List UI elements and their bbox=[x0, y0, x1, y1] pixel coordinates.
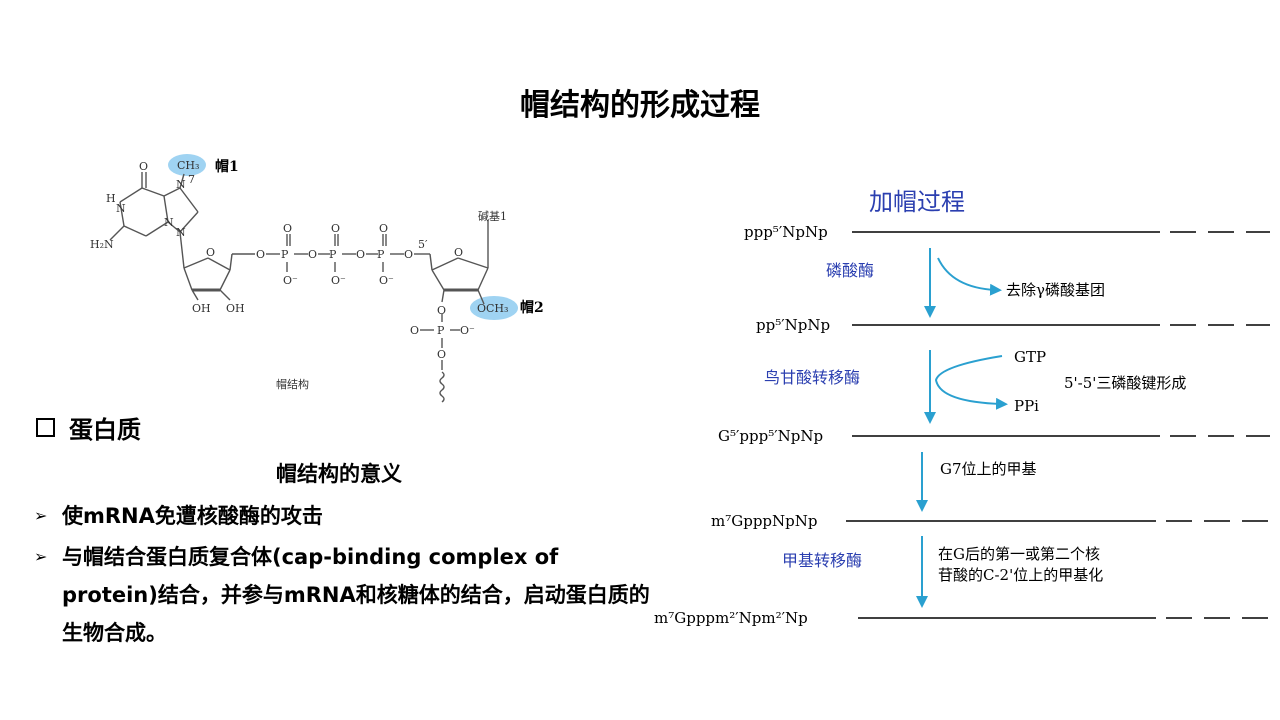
enzyme-methyltransferase: 甲基转移酶 bbox=[782, 551, 862, 570]
note-gtp: GTP bbox=[1014, 348, 1046, 366]
page-title: 帽结构的形成过程 bbox=[520, 88, 760, 123]
o-atom-c: O bbox=[356, 248, 365, 261]
o-atom-f: O bbox=[331, 222, 340, 235]
methyl-highlight-2 bbox=[470, 296, 518, 320]
h2n-label: H₂N bbox=[90, 238, 114, 251]
note-remove-gamma-phosphate: 去除γ磷酸基团 bbox=[1006, 281, 1105, 299]
p-atom-2: P bbox=[329, 248, 337, 261]
row-label-5: m⁷Gpppm²′Npm²′Np bbox=[654, 609, 808, 627]
row-label-1: ppp⁵′NpNp bbox=[744, 223, 828, 241]
ring-o-2: O bbox=[454, 246, 463, 259]
note-g7-methyl: G7位上的甲基 bbox=[940, 460, 1037, 478]
o-atom-a: O bbox=[256, 248, 265, 261]
ch3-label: CH₃ bbox=[177, 159, 199, 172]
row-label-4: m⁷GpppNpNp bbox=[711, 512, 817, 530]
o-minus-1: O⁻ bbox=[283, 274, 298, 287]
nh-n-label: N bbox=[116, 202, 126, 215]
bullet-item-2: ➢ 与帽结合蛋白质复合体(cap-binding complex of prot… bbox=[34, 538, 654, 652]
meaning-heading: 帽结构的意义 bbox=[276, 462, 402, 486]
oh-label-2: OH bbox=[226, 302, 245, 315]
oh-label-1: OH bbox=[192, 302, 211, 315]
checkbox-square-icon bbox=[36, 418, 55, 437]
o-atom-i: O bbox=[410, 324, 419, 337]
o-minus-3: O⁻ bbox=[379, 274, 394, 287]
carbonyl-o-label: O bbox=[139, 160, 148, 173]
arrow-bullet-icon: ➢ bbox=[34, 547, 48, 566]
o-minus-4: O⁻ bbox=[460, 324, 475, 337]
row-label-3: G⁵′ppp⁵′NpNp bbox=[718, 427, 823, 445]
o-atom-h: O bbox=[437, 304, 446, 317]
cap-structure-diagram: CH₃ 帽1 7 O H N H₂N 碱基1 5′ OCH₃ 帽2 OH OH … bbox=[90, 154, 544, 403]
o-atom-d: O bbox=[404, 248, 413, 261]
p-atom-3: P bbox=[377, 248, 385, 261]
structure-caption: 帽结构 bbox=[276, 377, 309, 391]
n7-label: 7 bbox=[188, 173, 195, 186]
n-atom-9: N bbox=[176, 226, 186, 239]
section-label: 蛋白质 bbox=[69, 416, 141, 444]
process-heading: 加帽过程 bbox=[869, 188, 965, 216]
nh-h-label: H bbox=[106, 192, 116, 205]
p-atom-4: P bbox=[437, 324, 445, 337]
note-2o-methyl-line2: 苷酸的C-2'位上的甲基化 bbox=[938, 566, 1103, 584]
o-atom-b: O bbox=[308, 248, 317, 261]
base1-label: 碱基1 bbox=[478, 210, 507, 223]
ring-o-1: O bbox=[206, 246, 215, 259]
och3-label: OCH₃ bbox=[477, 302, 508, 315]
cap2-label: 帽2 bbox=[520, 299, 544, 316]
cap1-label: 帽1 bbox=[215, 158, 239, 175]
o-atom-g: O bbox=[379, 222, 388, 235]
enzyme-guanylyltransferase: 鸟甘酸转移酶 bbox=[764, 368, 860, 387]
o-minus-2: O⁻ bbox=[331, 274, 346, 287]
section-protein: 蛋白质 bbox=[36, 410, 141, 445]
note-ppi: PPi bbox=[1014, 397, 1039, 415]
bullet-text-1: 使mRNA免遭核酸酶的攻击 bbox=[62, 504, 323, 528]
o-atom-e: O bbox=[283, 222, 292, 235]
n-atom-7: N bbox=[176, 178, 186, 191]
o-atom-j: O bbox=[437, 348, 446, 361]
enzyme-phosphatase: 磷酸酶 bbox=[826, 261, 874, 280]
p-atom-1: P bbox=[281, 248, 289, 261]
methyl-highlight-1 bbox=[168, 154, 206, 176]
note-triphosphate-bond: 5'-5'三磷酸键形成 bbox=[1064, 374, 1186, 392]
note-2o-methyl-line1: 在G后的第一或第二个核 bbox=[938, 545, 1100, 563]
capping-process-diagram: 加帽过程 ppp⁵′NpNp pp⁵′NpNp G⁵′ppp⁵′NpNp m⁷G… bbox=[654, 188, 1270, 627]
five-prime-label: 5′ bbox=[418, 238, 428, 251]
arrow-bullet-icon: ➢ bbox=[34, 506, 48, 525]
n-atom-3: N bbox=[164, 216, 174, 229]
row-label-2: pp⁵′NpNp bbox=[756, 316, 830, 334]
bullet-item-1: ➢ 使mRNA免遭核酸酶的攻击 bbox=[34, 497, 654, 535]
bullet-text-2: 与帽结合蛋白质复合体(cap-binding complex of protei… bbox=[62, 545, 650, 645]
